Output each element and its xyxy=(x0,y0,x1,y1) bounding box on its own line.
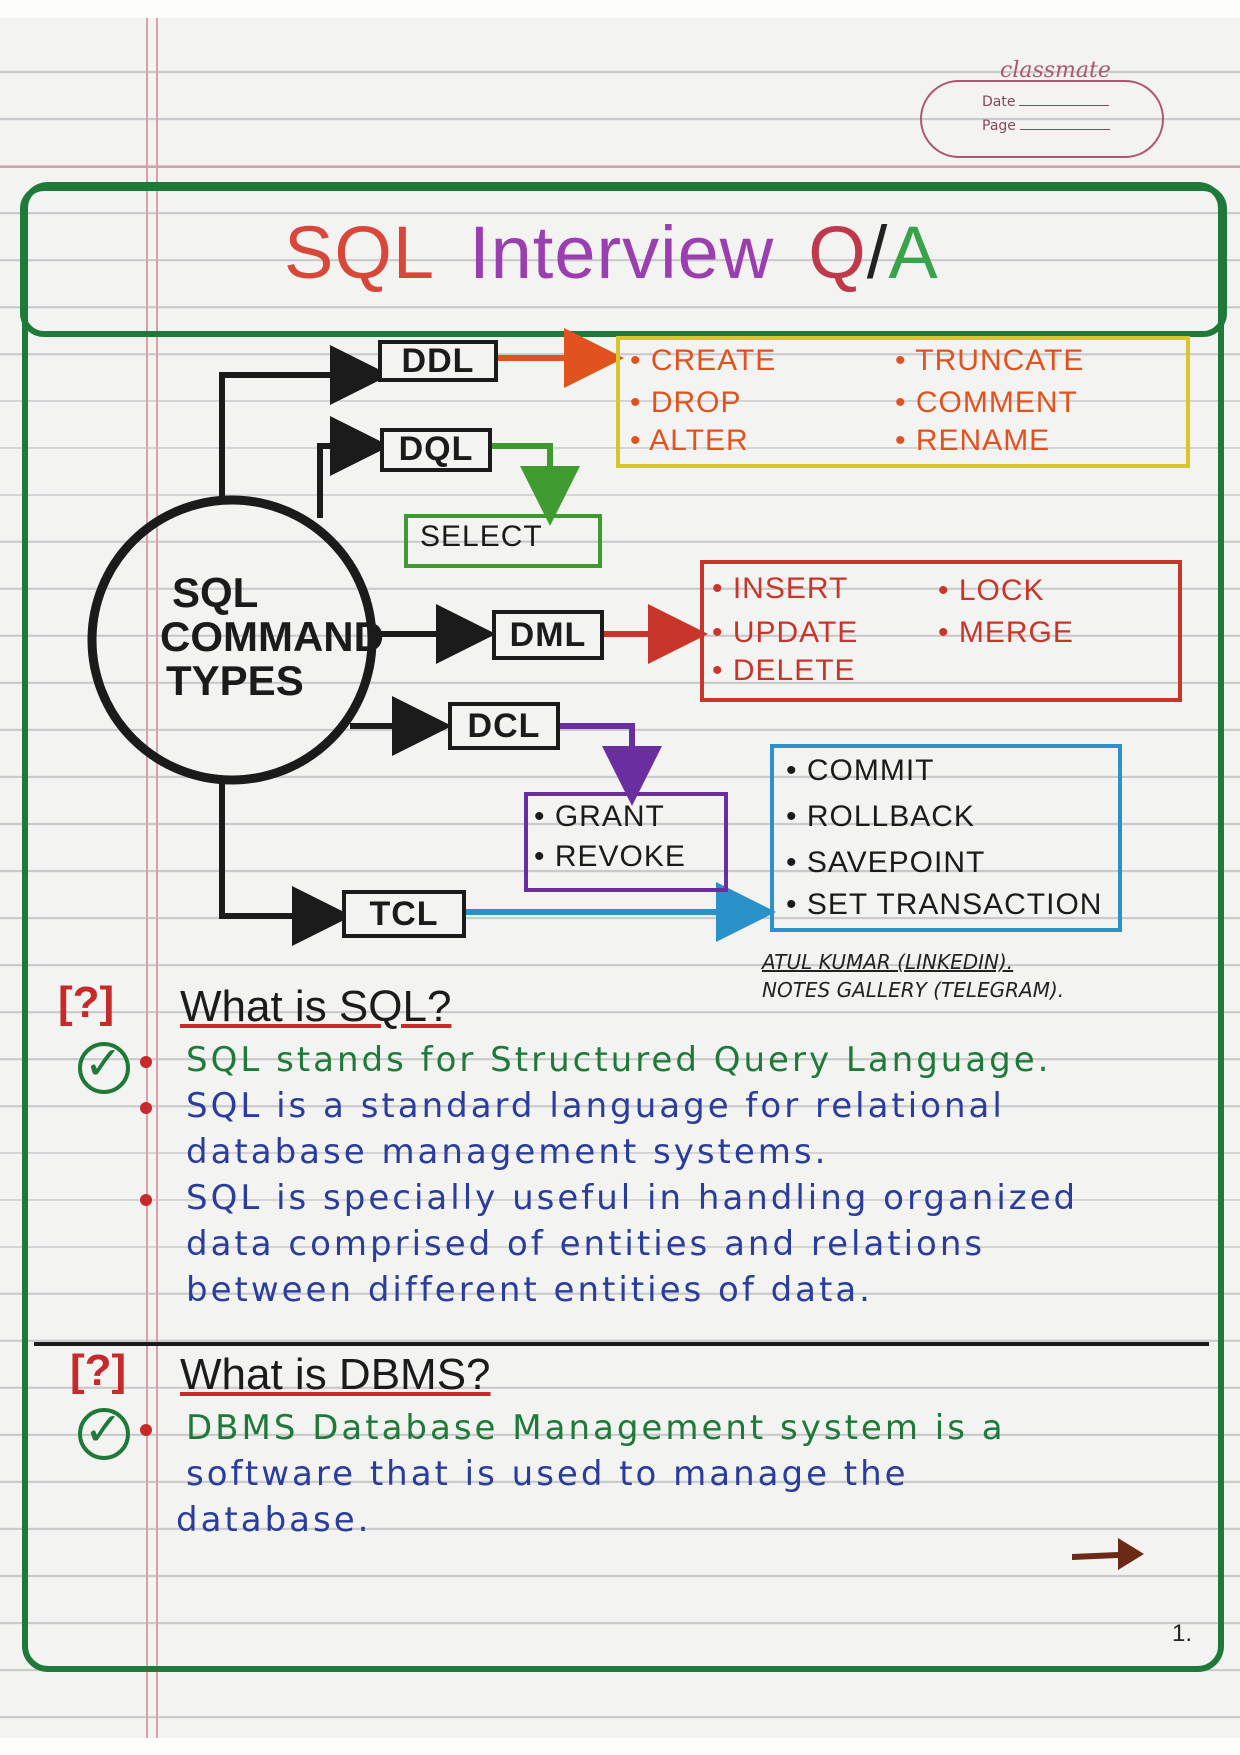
dml-item: • MERGE xyxy=(938,616,1074,649)
title-slash: / xyxy=(866,211,889,294)
bullet-icon xyxy=(140,1056,152,1068)
checkmark-icon: ✓ xyxy=(78,1036,130,1094)
tcl-connector xyxy=(219,780,352,946)
ddl-list-box xyxy=(616,336,1190,468)
answer-line: software that is used to manage the xyxy=(186,1454,909,1494)
ddl-item: • COMMENT xyxy=(895,386,1078,419)
answer-line: SQL is a standard language for relationa… xyxy=(186,1086,1005,1126)
title-a: A xyxy=(888,211,939,294)
dcl-item: • GRANT xyxy=(534,800,665,833)
dql-box: DQL xyxy=(380,428,492,472)
center-line-2: COMMAND xyxy=(160,613,384,660)
bullet-icon xyxy=(140,1194,152,1206)
dml-item: • UPDATE xyxy=(712,616,859,649)
answer-line: between different entities of data. xyxy=(186,1270,873,1310)
tcl-item: • SAVEPOINT xyxy=(786,846,986,879)
tcl-item: • COMMIT xyxy=(786,754,935,787)
ddl-item: • TRUNCATE xyxy=(895,344,1085,377)
ddl-item: • DROP xyxy=(630,386,742,419)
question-mark-badge: [?] xyxy=(58,978,115,1027)
next-page-arrow-icon xyxy=(1072,1538,1144,1570)
dml-item: • INSERT xyxy=(712,572,849,605)
title-q: Q xyxy=(808,211,867,294)
question-heading: What is SQL? xyxy=(180,982,452,1031)
tcl-item: • ROLLBACK xyxy=(786,800,975,833)
center-line-1: SQL xyxy=(172,569,259,616)
title-word-interview: Interview xyxy=(469,211,775,294)
title-word-sql: SQL xyxy=(284,211,436,294)
dql-item: SELECT xyxy=(420,520,543,553)
tcl-box: TCL xyxy=(342,890,466,938)
brand-scroll: Date Page xyxy=(920,80,1164,158)
section-divider xyxy=(34,1342,1209,1346)
brand-name: classmate xyxy=(1000,58,1111,83)
dcl-list-box xyxy=(524,792,728,892)
dcl-box: DCL xyxy=(448,702,560,750)
dql-list-box xyxy=(404,514,602,568)
bullet-icon xyxy=(140,1424,152,1436)
answer-line: database management systems. xyxy=(186,1132,829,1172)
margin-line xyxy=(156,18,158,1738)
dml-item: • DELETE xyxy=(712,654,856,687)
dql-arrow xyxy=(490,443,580,526)
dql-connector xyxy=(317,416,390,518)
sql-command-circle xyxy=(87,495,377,785)
page-number: 1. xyxy=(1172,1620,1193,1647)
center-line-3: TYPES xyxy=(166,657,304,704)
dcl-item: • REVOKE xyxy=(534,840,686,873)
ddl-item: • RENAME xyxy=(895,424,1051,457)
tcl-list-box xyxy=(770,744,1122,932)
ddl-box: DDL xyxy=(378,340,498,382)
answer-line: SQL is specially useful in handling orga… xyxy=(186,1178,1079,1218)
dcl-arrow xyxy=(558,723,662,806)
answer-line: SQL stands for Structured Query Language… xyxy=(186,1040,1052,1080)
question-mark-badge: [?] xyxy=(70,1346,127,1395)
notebook-page xyxy=(0,18,1240,1738)
answer-line: data comprised of entities and relations xyxy=(186,1224,986,1264)
header-rule xyxy=(0,166,1240,168)
dml-box: DML xyxy=(492,610,604,660)
tcl-item: • SET TRANSACTION xyxy=(786,888,1103,921)
date-field: Date xyxy=(982,94,1110,110)
page-title: SQL Interview Q/A xyxy=(284,210,939,295)
checkmark-icon: ✓ xyxy=(78,1402,130,1460)
ddl-item: • ALTER xyxy=(630,424,749,457)
dml-item: • LOCK xyxy=(938,574,1045,607)
answer-line: database. xyxy=(176,1500,372,1540)
dml-list-box xyxy=(700,560,1182,702)
question-heading: What is DBMS? xyxy=(180,1350,491,1399)
bullet-icon xyxy=(140,1102,152,1114)
brand-stamp: classmate Date Page xyxy=(920,40,1180,160)
ddl-connector xyxy=(219,345,390,500)
credit-linkedin: ATUL KUMAR (LINKEDIN). xyxy=(762,950,1014,974)
credit-telegram: NOTES GALLERY (TELEGRAM). xyxy=(762,978,1065,1002)
ddl-item: • CREATE xyxy=(630,344,777,377)
margin-line xyxy=(146,18,148,1738)
page-field: Page xyxy=(982,118,1110,134)
command-diagram xyxy=(87,328,776,946)
answer-line: DBMS Database Management system is a xyxy=(186,1408,1006,1448)
